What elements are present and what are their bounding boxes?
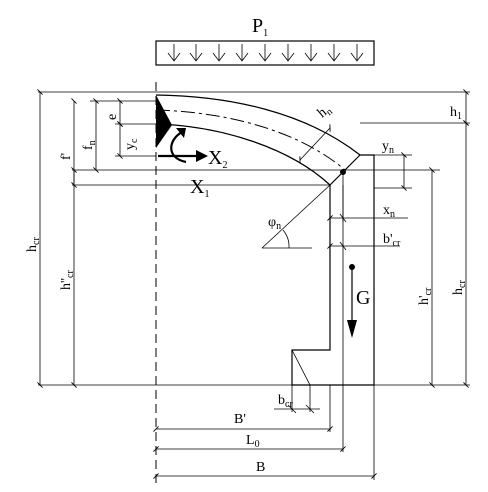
dim-xn (327, 185, 408, 223)
arch-bottom-edge (155, 123, 331, 186)
crown-forces (158, 128, 208, 164)
pier-haunch-line (291, 349, 311, 386)
dim-b (153, 385, 377, 480)
label-x2: X2 (208, 147, 227, 171)
dim-hn (299, 124, 331, 164)
label-fn: fn (81, 140, 98, 150)
pier (291, 154, 375, 386)
label-bprime: B' (234, 412, 246, 427)
label-x1: X1 (190, 176, 209, 200)
label-fprime: f' (59, 153, 74, 160)
label-yc: yc (123, 138, 140, 150)
label-bcr: bcr (278, 393, 293, 410)
label-hn: hn (315, 102, 335, 123)
arch-top-edge (155, 94, 361, 156)
label-g: G (356, 287, 370, 309)
x1-moment-arrow (170, 131, 187, 164)
load-arrows (167, 44, 364, 62)
label-e: e (105, 114, 120, 120)
dim-bprime-cr (327, 241, 400, 251)
pier-outline (291, 154, 375, 386)
label-hcr-right: hcr (451, 280, 468, 295)
reference-lines (38, 91, 470, 386)
dim-bprime (153, 385, 333, 432)
label-hprime-cr: h'cr (417, 287, 434, 305)
load-box (155, 40, 375, 66)
dim-bcr (274, 385, 320, 414)
label-hdprime-cr: h''cr (59, 270, 76, 290)
angle-phin (261, 184, 331, 249)
label-bprime-cr: b'cr (383, 232, 401, 249)
label-phin: φn (268, 215, 281, 232)
label-xn: xn (383, 203, 395, 220)
crown-hinge (156, 95, 172, 148)
gravity-arrow-head (347, 320, 357, 338)
pier-node (340, 169, 346, 175)
label-yn: yn (382, 139, 394, 156)
label-load: P1 (252, 15, 268, 39)
label-l0: L0 (246, 433, 260, 450)
label-hcr-left: hcr (25, 237, 42, 252)
distributed-load (155, 40, 375, 66)
label-b: B (256, 460, 265, 475)
labels: P1 h1 hn yn xn f' fn e yc X2 X1 φn b'cr … (25, 15, 468, 475)
label-h1: h1 (450, 105, 462, 122)
dim-l0 (153, 385, 346, 452)
